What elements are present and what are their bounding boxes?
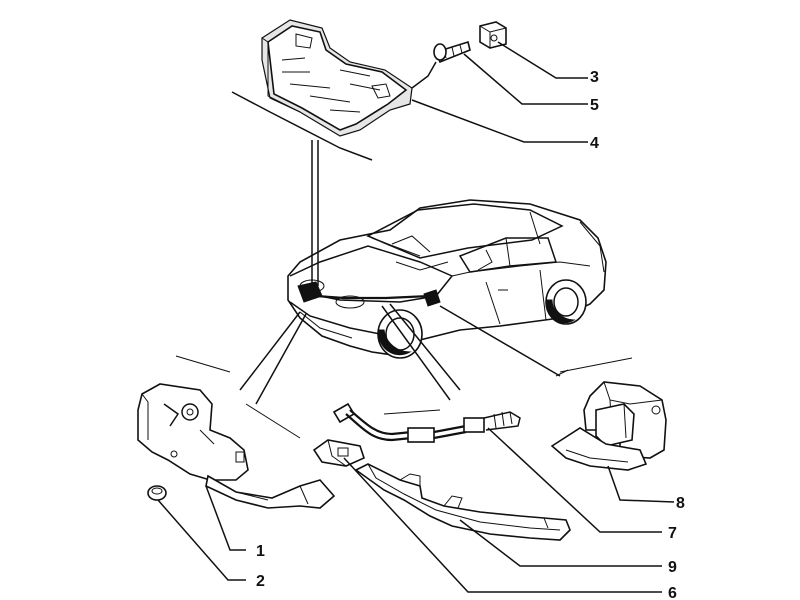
callout-7: 7 — [668, 525, 677, 542]
callout-1: 1 — [256, 543, 265, 560]
actuator-support-part — [550, 381, 667, 471]
screw-part — [433, 40, 471, 64]
callout-2: 2 — [256, 573, 265, 590]
callout-5: 5 — [590, 97, 599, 114]
callout-4: 4 — [590, 135, 599, 152]
clip-nut-part — [479, 21, 507, 49]
guide-channel-part — [354, 463, 571, 541]
car-body — [287, 199, 607, 359]
bracket-part — [312, 439, 365, 467]
bump-stop-part — [147, 485, 167, 501]
insulation-panel-part — [261, 19, 413, 137]
hood-latch-part — [137, 383, 336, 509]
callout-9: 9 — [668, 559, 677, 576]
callout-8: 8 — [676, 495, 685, 512]
car-pointer-lines — [175, 140, 633, 439]
callout-3: 3 — [590, 69, 599, 86]
callout-labels: 3 5 4 8 7 1 9 2 6 — [256, 69, 685, 600]
callout-leaders — [157, 41, 675, 593]
callout-6: 6 — [668, 585, 677, 600]
panel-backdrop-lines — [231, 91, 373, 161]
release-cable-part — [332, 402, 521, 443]
